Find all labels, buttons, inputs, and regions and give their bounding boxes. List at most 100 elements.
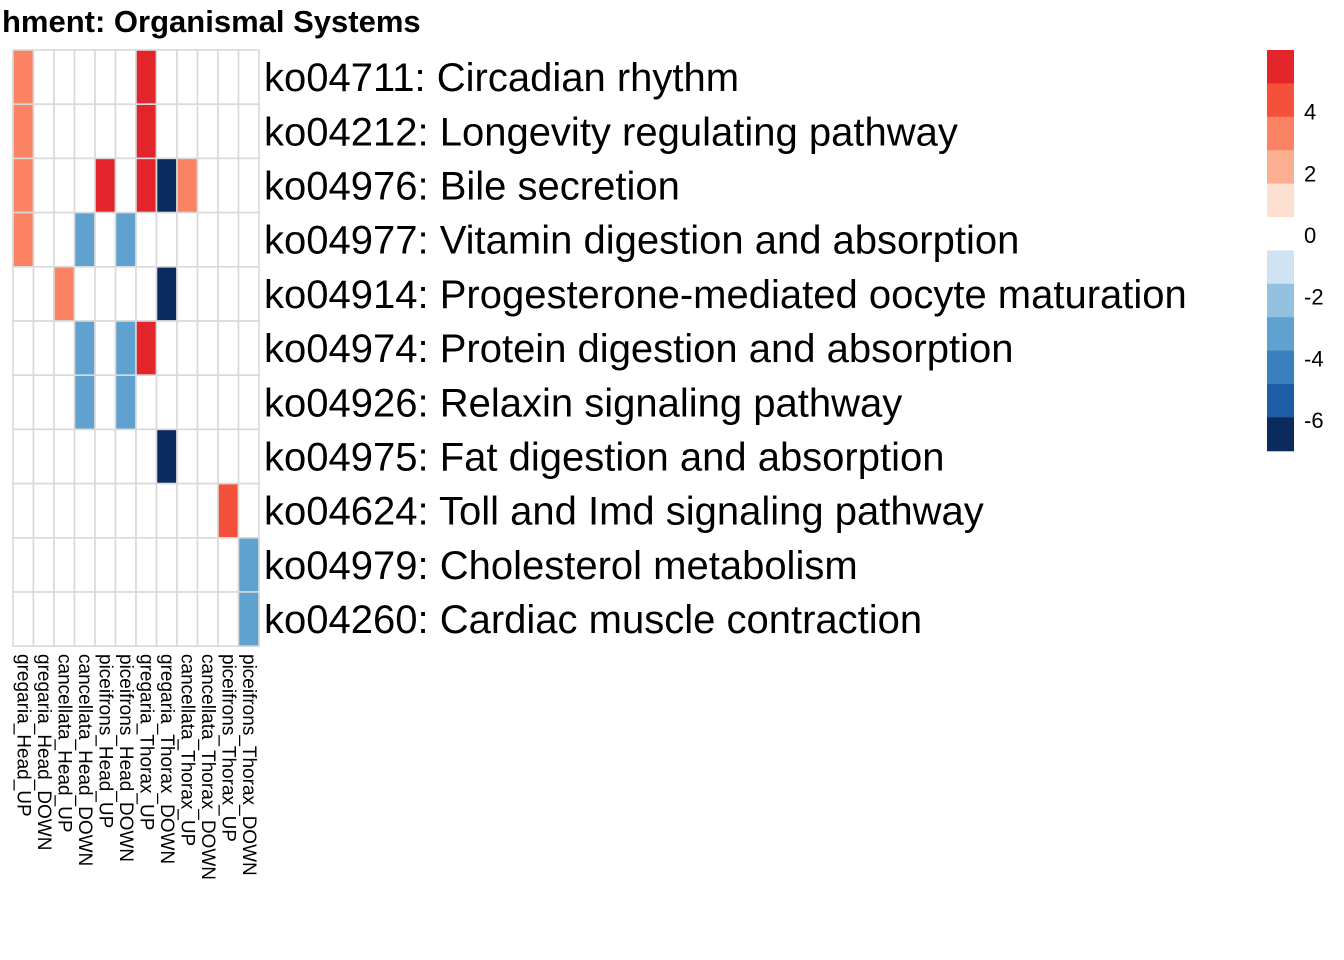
heatmap-cell — [94, 591, 117, 648]
column-label: cancellata_Thorax_UP — [176, 654, 197, 846]
row-label: ko04914: Progesterone-mediated oocyte ma… — [264, 273, 1187, 317]
row-label: ko04260: Cardiac muscle contraction — [264, 598, 922, 642]
column-label: cancellata_Head_UP — [53, 654, 74, 833]
heatmap-cell — [12, 428, 35, 485]
heatmap-cell — [217, 157, 240, 214]
heatmap-cell — [217, 265, 240, 322]
heatmap-cell — [73, 103, 96, 160]
heatmap-cell — [114, 211, 137, 268]
heatmap-cell — [135, 265, 158, 322]
heatmap-cell — [237, 320, 260, 377]
heatmap-cell — [73, 482, 96, 539]
heatmap-cell — [94, 103, 117, 160]
column-label: piceifrons_Thorax_DOWN — [238, 654, 259, 876]
heatmap-cell — [114, 482, 137, 539]
heatmap-cell — [237, 49, 260, 106]
legend-swatch — [1267, 183, 1294, 218]
heatmap-cell — [53, 211, 76, 268]
heatmap-cell — [155, 482, 178, 539]
heatmap-cell — [94, 265, 117, 322]
color-legend: 420-2-4-6 — [1267, 50, 1324, 452]
heatmap-cell — [32, 428, 55, 485]
heatmap-cell — [155, 211, 178, 268]
heatmap-cell — [73, 157, 96, 214]
row-labels: ko04711: Circadian rhythm ko04212: Longev… — [264, 56, 1187, 642]
heatmap-cell — [135, 428, 158, 485]
heatmap-cell — [176, 320, 199, 377]
row-label: ko04974: Protein digestion and absorptio… — [264, 327, 1013, 371]
heatmap-cell — [176, 49, 199, 106]
heatmap-cell — [237, 591, 260, 648]
heatmap-cell — [196, 374, 219, 431]
heatmap-cell — [12, 103, 35, 160]
heatmap-cell — [114, 428, 137, 485]
column-label: gregaria_Thorax_UP — [135, 654, 156, 830]
heatmap-cell — [155, 320, 178, 377]
legend-swatch — [1267, 384, 1294, 418]
heatmap-cell — [155, 157, 178, 214]
heatmap-cell — [196, 211, 219, 268]
heatmap-cell — [73, 591, 96, 648]
heatmap-cell — [217, 536, 240, 593]
column-label: gregaria_Thorax_DOWN — [156, 654, 177, 864]
heatmap-cell — [155, 265, 178, 322]
column-label: cancellata_Head_DOWN — [74, 654, 95, 866]
heatmap-cells — [12, 49, 260, 648]
heatmap-cell — [237, 428, 260, 485]
row-label: ko04926: Relaxin signaling pathway — [264, 381, 902, 425]
heatmap-cell — [94, 428, 117, 485]
row-label: ko04624: Toll and Imd signaling pathway — [264, 490, 984, 534]
row-label: ko04212: Longevity regulating pathway — [264, 110, 958, 154]
heatmap-cell — [32, 320, 55, 377]
heatmap-cell — [135, 482, 158, 539]
row-label: ko04979: Cholesterol metabolism — [264, 544, 858, 588]
heatmap-cell — [217, 428, 240, 485]
heatmap-cell — [135, 157, 158, 214]
row-label: ko04711: Circadian rhythm — [264, 56, 739, 100]
heatmap-cell — [53, 157, 76, 214]
heatmap-cell — [135, 320, 158, 377]
heatmap-cell — [135, 49, 158, 106]
heatmap-cell — [135, 211, 158, 268]
legend-swatch — [1267, 116, 1294, 151]
heatmap-cell — [176, 265, 199, 322]
heatmap-cell — [32, 103, 55, 160]
heatmap-cell — [176, 536, 199, 593]
heatmap-cell — [73, 49, 96, 106]
heatmap-cell — [94, 536, 117, 593]
heatmap-cell — [32, 265, 55, 322]
heatmap-cell — [155, 591, 178, 648]
chart-title: hment: Organismal Systems — [2, 4, 421, 39]
heatmap-cell — [53, 265, 76, 322]
heatmap-cell — [53, 320, 76, 377]
legend-tick-label: 0 — [1304, 223, 1316, 248]
heatmap-cell — [32, 49, 55, 106]
column-label: gregaria_Head_DOWN — [33, 654, 54, 850]
heatmap-cell — [176, 103, 199, 160]
heatmap-cell — [12, 374, 35, 431]
heatmap-cell — [135, 591, 158, 648]
legend-swatch — [1267, 283, 1294, 318]
heatmap-cell — [176, 374, 199, 431]
column-label: cancellata_Thorax_DOWN — [197, 654, 218, 880]
heatmap-cell — [135, 374, 158, 431]
heatmap-cell — [73, 536, 96, 593]
heatmap-cell — [237, 374, 260, 431]
heatmap-cell — [12, 157, 35, 214]
heatmap-cell — [217, 103, 240, 160]
heatmap-cell — [53, 103, 76, 160]
heatmap-cell — [114, 591, 137, 648]
heatmap-cell — [94, 49, 117, 106]
heatmap-cell — [217, 320, 240, 377]
heatmap-cell — [73, 428, 96, 485]
legend-swatch — [1267, 150, 1294, 185]
heatmap-cell — [176, 157, 199, 214]
heatmap-cell — [53, 591, 76, 648]
heatmap-cell — [114, 265, 137, 322]
legend-tick-label: -6 — [1304, 408, 1324, 433]
heatmap-cell — [176, 211, 199, 268]
heatmap-cell — [217, 49, 240, 106]
legend-swatch — [1267, 250, 1294, 285]
